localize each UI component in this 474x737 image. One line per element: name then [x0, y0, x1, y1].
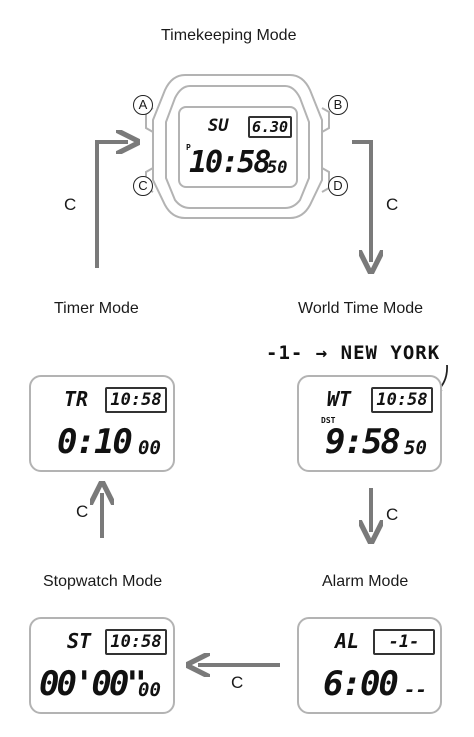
- alarm-mode-title: Alarm Mode: [322, 573, 409, 590]
- dst-indicator: DST: [321, 416, 336, 425]
- watch-side-button-b: [321, 107, 330, 133]
- stopwatch-code: ST: [67, 629, 92, 653]
- watch-bezel: [165, 85, 310, 209]
- button-d[interactable]: D: [328, 176, 348, 196]
- timekeeping-mode-title: Timekeeping Mode: [161, 27, 297, 44]
- timekeeping-lcd: SU 6.30 P 10:58 50: [178, 106, 298, 188]
- timer-mode-title: Timer Mode: [54, 300, 139, 317]
- button-b[interactable]: B: [328, 95, 348, 115]
- timer-lcd: TR 10:58 0:10 00: [29, 375, 175, 472]
- arrow-timer-to-timekeeping: [95, 142, 128, 268]
- timer-code: TR: [64, 387, 89, 411]
- world-time-lcd: WT 10:58 DST 9:58 50: [297, 375, 442, 472]
- world-time-seconds: 50: [404, 437, 427, 459]
- watch-case: [152, 74, 323, 219]
- day-of-week: SU: [208, 116, 229, 136]
- world-time-box: 10:58: [371, 387, 433, 413]
- stopwatch-time: 00'00": [39, 664, 147, 704]
- transition-label-alarm: C: [386, 505, 399, 524]
- alarm-small-digits: --: [404, 679, 427, 701]
- pm-indicator: P: [186, 143, 191, 152]
- timer-box: 10:58: [105, 387, 167, 413]
- world-time-mode-title: World Time Mode: [298, 300, 424, 317]
- transition-label-timer: C: [64, 195, 77, 214]
- world-time-time: 9:58: [325, 422, 401, 462]
- stopwatch-mode-title: Stopwatch Mode: [43, 573, 163, 590]
- alarm-code: AL: [335, 629, 360, 653]
- date-box: 6.30: [248, 116, 292, 138]
- button-c[interactable]: C: [133, 176, 153, 196]
- timer-time: 0:10: [57, 422, 133, 462]
- world-time-city-callout: -1- → NEW YORK: [266, 342, 441, 364]
- transition-label-worldtime: C: [386, 195, 399, 214]
- timer-small-digits: 00: [138, 437, 161, 459]
- stopwatch-box: 10:58: [105, 629, 167, 655]
- alarm-number-box: -1-: [373, 629, 435, 655]
- transition-label-timer-bottom: C: [76, 502, 89, 521]
- button-a[interactable]: A: [133, 95, 153, 115]
- stopwatch-lcd: ST 10:58 00'00" 00: [29, 617, 175, 714]
- arrow-timekeeping-to-worldtime: [352, 140, 371, 262]
- world-time-code: WT: [327, 387, 352, 411]
- stopwatch-small-digits: 00: [138, 679, 161, 701]
- transition-label-stopwatch: C: [231, 673, 244, 692]
- alarm-time: 6:00: [323, 664, 399, 704]
- timekeeping-seconds: 50: [267, 158, 288, 178]
- timekeeping-time: 10:58: [189, 145, 271, 180]
- alarm-lcd: AL -1- 6:00 --: [297, 617, 442, 714]
